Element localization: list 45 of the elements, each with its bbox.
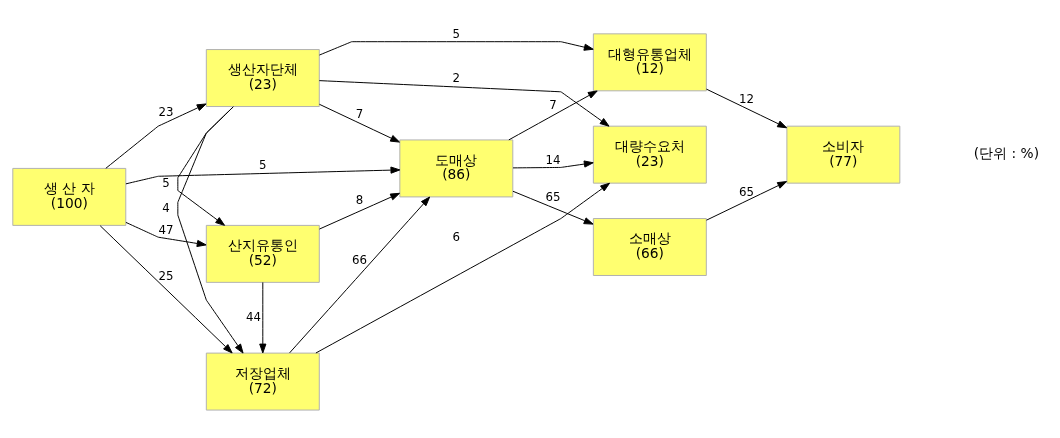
arrow (105, 102, 207, 169)
arrow (259, 281, 267, 353)
arrow (289, 196, 431, 353)
node-box: 대형유통업체 (12) (592, 32, 707, 91)
edge-label: 23 (158, 104, 174, 119)
arrow (318, 79, 610, 127)
edge-label: 6 (452, 229, 461, 244)
arrow (508, 89, 598, 140)
edge-label: 7 (355, 106, 364, 121)
node-box: 대량수요처 (23) (592, 125, 707, 184)
edge-label: 5 (259, 157, 267, 172)
edge-label: 4 (162, 200, 170, 215)
arrow (99, 224, 233, 353)
arrow (512, 190, 594, 225)
arrow (315, 182, 610, 353)
edge-label: 2 (452, 70, 461, 85)
arrow (319, 40, 594, 55)
arrow (318, 192, 401, 230)
edge-label: 5 (162, 175, 170, 190)
node-box: 도매상 (86) (399, 138, 514, 197)
edge-label: 65 (739, 184, 755, 199)
arrow (177, 105, 244, 354)
edge-label: 66 (352, 252, 368, 267)
arrow (125, 166, 401, 184)
node-box: 생산자단체 (23) (205, 48, 320, 107)
edge-label: 12 (739, 91, 755, 106)
arrow (512, 159, 594, 168)
node-box: 생 산 자 (100) (12, 167, 127, 226)
node-box: 소비자 (77) (786, 125, 901, 184)
edge-label: 25 (158, 268, 174, 283)
edge-label: 65 (545, 189, 561, 204)
edge-label: 44 (245, 309, 261, 324)
label: (단위 : %) (973, 144, 1040, 161)
node-box: 산지유통인 (52) (205, 224, 320, 283)
edge-label: 47 (158, 222, 174, 237)
arrow (125, 221, 207, 247)
node-box: 소매상 (66) (592, 217, 707, 276)
edge-label: 5 (452, 26, 461, 41)
arrow (706, 88, 788, 128)
arrow (706, 180, 788, 221)
edge-label: 7 (549, 97, 557, 112)
edge-label: 14 (545, 152, 561, 167)
edge-label: 8 (355, 192, 364, 207)
node-box: 저장업체 (72) (205, 352, 320, 411)
arrow (318, 103, 401, 143)
